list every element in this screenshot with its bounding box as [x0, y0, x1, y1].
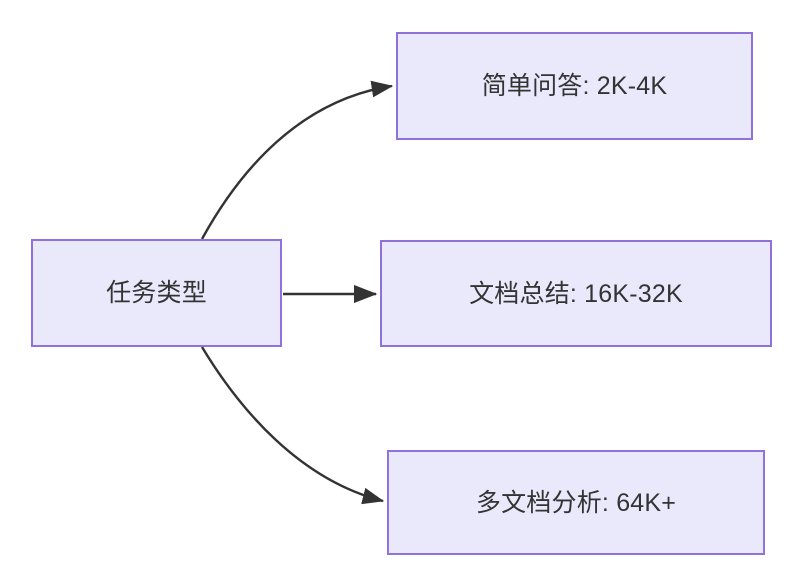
node-task-type[interactable]: 任务类型: [31, 239, 282, 347]
node-multidoc-analysis[interactable]: 多文档分析: 64K+: [387, 450, 765, 555]
node-multidoc-analysis-label: 多文档分析: 64K+: [475, 488, 677, 517]
edge-root-to-simple-qa: [200, 80, 394, 240]
node-simple-qa[interactable]: 简单问答: 2K-4K: [396, 32, 753, 140]
node-doc-summary[interactable]: 文档总结: 16K-32K: [380, 240, 772, 347]
edge-root-to-multidoc: [200, 346, 385, 505]
node-simple-qa-label: 简单问答: 2K-4K: [481, 72, 668, 100]
node-task-type-label: 任务类型: [106, 279, 207, 307]
node-doc-summary-label: 文档总结: 16K-32K: [469, 279, 683, 308]
